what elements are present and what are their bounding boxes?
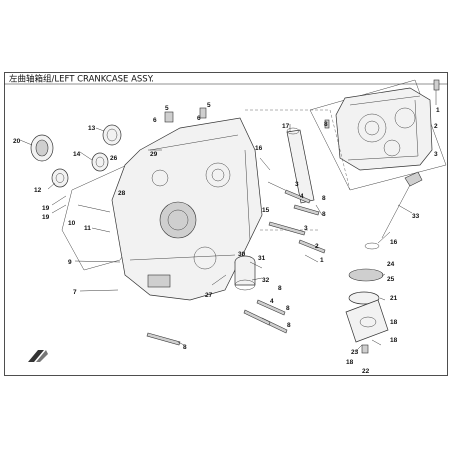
callout-5a: 5 (165, 105, 169, 112)
callout-8c: 8 (322, 195, 326, 202)
engine-inset (309, 79, 447, 191)
callout-2a: 2 (434, 123, 438, 130)
callout-5b: 5 (207, 102, 211, 109)
callout-24: 24 (387, 261, 395, 268)
callout-26: 26 (110, 155, 118, 162)
callout-20: 20 (13, 138, 21, 145)
callout-14: 14 (73, 151, 81, 158)
callout-8a: 8 (183, 344, 187, 351)
callout-13: 13 (88, 125, 96, 132)
callout-25: 25 (387, 276, 395, 283)
callout-31: 31 (258, 255, 266, 262)
dipstick-33 (364, 171, 423, 250)
diagram-title: 左曲轴箱组/LEFT CRANKCASE ASSY. (9, 74, 154, 85)
callout-22: 22 (362, 368, 370, 375)
callout-7: 7 (73, 289, 77, 296)
callout-4b: 4 (270, 298, 274, 305)
callout-3b: 3 (295, 181, 299, 188)
callout-27: 27 (205, 292, 213, 299)
callout-23: 23 (351, 349, 359, 356)
callout-9: 9 (68, 259, 72, 266)
callout-3c: 3 (304, 225, 308, 232)
bolts (146, 107, 330, 346)
callout-17: 17 (282, 123, 290, 130)
callout-15: 15 (262, 207, 270, 214)
callout-29: 29 (150, 151, 158, 158)
callout-12: 12 (34, 187, 42, 194)
seal-12 (51, 168, 69, 188)
callout-18b: 18 (390, 337, 398, 344)
oil-tube-17 (286, 127, 315, 204)
callout-8e: 8 (278, 285, 282, 292)
left-crankcase-body (111, 117, 263, 301)
oil-filter-group (345, 268, 389, 354)
callout-18a: 18 (390, 319, 398, 326)
leader-lines (19, 124, 413, 353)
callout-10: 10 (68, 220, 76, 227)
callout-8d: 8 (322, 211, 326, 218)
callout-11: 11 (84, 225, 91, 232)
callout-21: 21 (390, 295, 398, 302)
callout-8b: 8 (324, 121, 328, 128)
bearing-13 (102, 124, 122, 146)
manufacturer-logo (28, 350, 48, 362)
callout-16b: 16 (390, 239, 398, 246)
callout-1b: 1 (320, 257, 324, 264)
callout-4a: 4 (300, 193, 304, 200)
callout-8f: 8 (286, 305, 290, 312)
callout-19b: 19 (42, 214, 50, 221)
callout-28: 28 (118, 190, 126, 197)
callout-32: 32 (262, 277, 270, 284)
callout-6a: 6 (153, 117, 157, 124)
callout-3a: 3 (434, 151, 438, 158)
bearing-14 (91, 152, 109, 172)
bearing-20 (30, 134, 54, 162)
callout-18c: 18 (346, 359, 354, 366)
callout-6b: 6 (197, 115, 201, 122)
callout-33: 33 (412, 213, 420, 220)
callout-30: 30 (238, 251, 246, 258)
callout-2b: 2 (315, 243, 319, 250)
callout-labels: 20 13 14 26 12 19 19 10 11 28 29 9 7 8 5… (13, 102, 440, 375)
callout-19a: 19 (42, 205, 50, 212)
oil-pump-31 (234, 255, 256, 291)
callout-8g: 8 (287, 322, 291, 329)
callout-16a: 16 (255, 145, 263, 152)
callout-1a: 1 (436, 107, 440, 114)
